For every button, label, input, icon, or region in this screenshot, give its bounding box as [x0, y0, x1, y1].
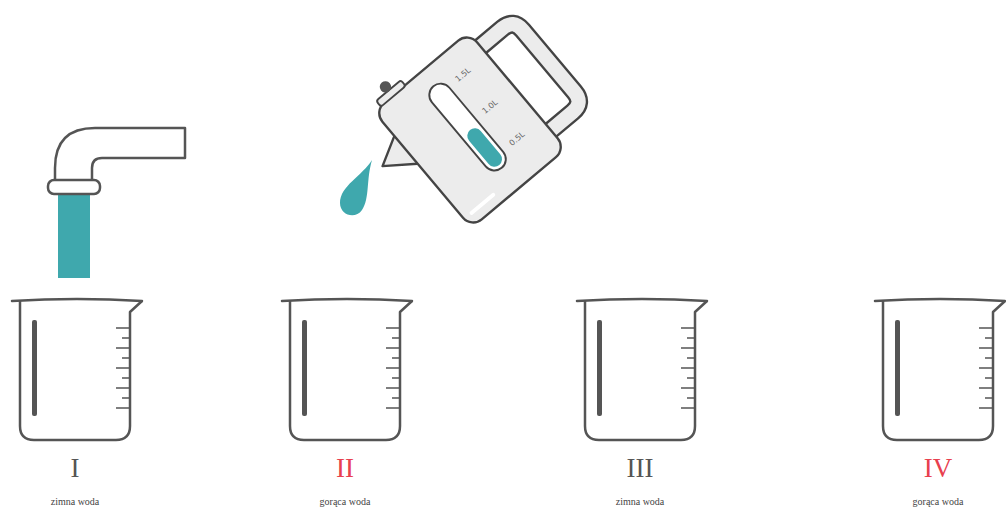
- beaker: [12, 299, 142, 440]
- beaker-caption: gorąca woda: [320, 496, 371, 507]
- beaker-number: II: [336, 454, 354, 484]
- beaker-caption: gorąca woda: [913, 496, 964, 507]
- beaker-number: I: [71, 454, 80, 484]
- beaker: [875, 299, 1005, 440]
- kettle: [341, 0, 599, 246]
- water-drop: [340, 160, 372, 215]
- beaker-number: IV: [924, 454, 953, 484]
- beaker-caption: zimna woda: [51, 496, 100, 507]
- beaker-caption: zimna woda: [616, 496, 665, 507]
- beaker: [577, 299, 707, 440]
- faucet: [48, 128, 185, 278]
- beaker-number: III: [627, 454, 654, 484]
- beaker: [282, 299, 412, 440]
